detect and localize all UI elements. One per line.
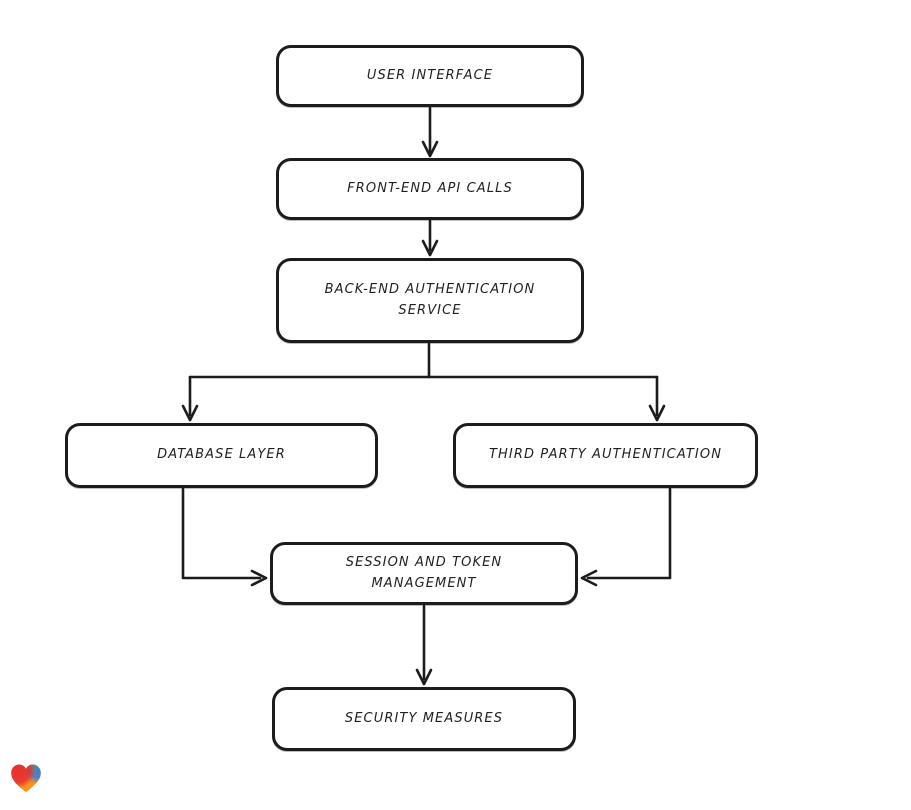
edge-user-interface-to-front-end xyxy=(421,106,439,158)
node-user-interface: USER INTERFACE xyxy=(276,45,584,107)
node-security-measures: SECURITY MEASURES xyxy=(272,687,576,751)
node-database-layer-label: DATABASE LAYER xyxy=(157,447,286,463)
node-security-measures-label: SECURITY MEASURES xyxy=(344,710,504,726)
edge-front-end-to-back-end xyxy=(421,219,439,257)
node-session-token-management-label: SESSION AND TOKEN MANAGEMENT xyxy=(345,554,503,591)
edge-back-end-branch xyxy=(181,342,666,422)
node-third-party-auth-label: THIRD PARTY AUTHENTICATION xyxy=(488,447,723,463)
node-back-end-auth-service-label: BACK-END AUTHENTICATION SERVICE xyxy=(324,281,536,318)
node-front-end-api-calls-label: FRONT-END API CALLS xyxy=(347,180,513,196)
node-session-token-management: SESSION AND TOKEN MANAGEMENT xyxy=(270,542,578,605)
node-database-layer: DATABASE LAYER xyxy=(65,423,378,488)
edge-session-to-security xyxy=(415,604,433,686)
edge-third-party-to-session xyxy=(580,487,672,587)
node-back-end-auth-service: BACK-END AUTHENTICATION SERVICE xyxy=(276,258,584,343)
node-front-end-api-calls: FRONT-END API CALLS xyxy=(276,158,584,220)
node-third-party-auth: THIRD PARTY AUTHENTICATION xyxy=(453,423,758,488)
gradient-heart-logo xyxy=(11,764,41,793)
edge-database-to-session xyxy=(181,487,268,587)
node-user-interface-label: USER INTERFACE xyxy=(366,67,494,83)
